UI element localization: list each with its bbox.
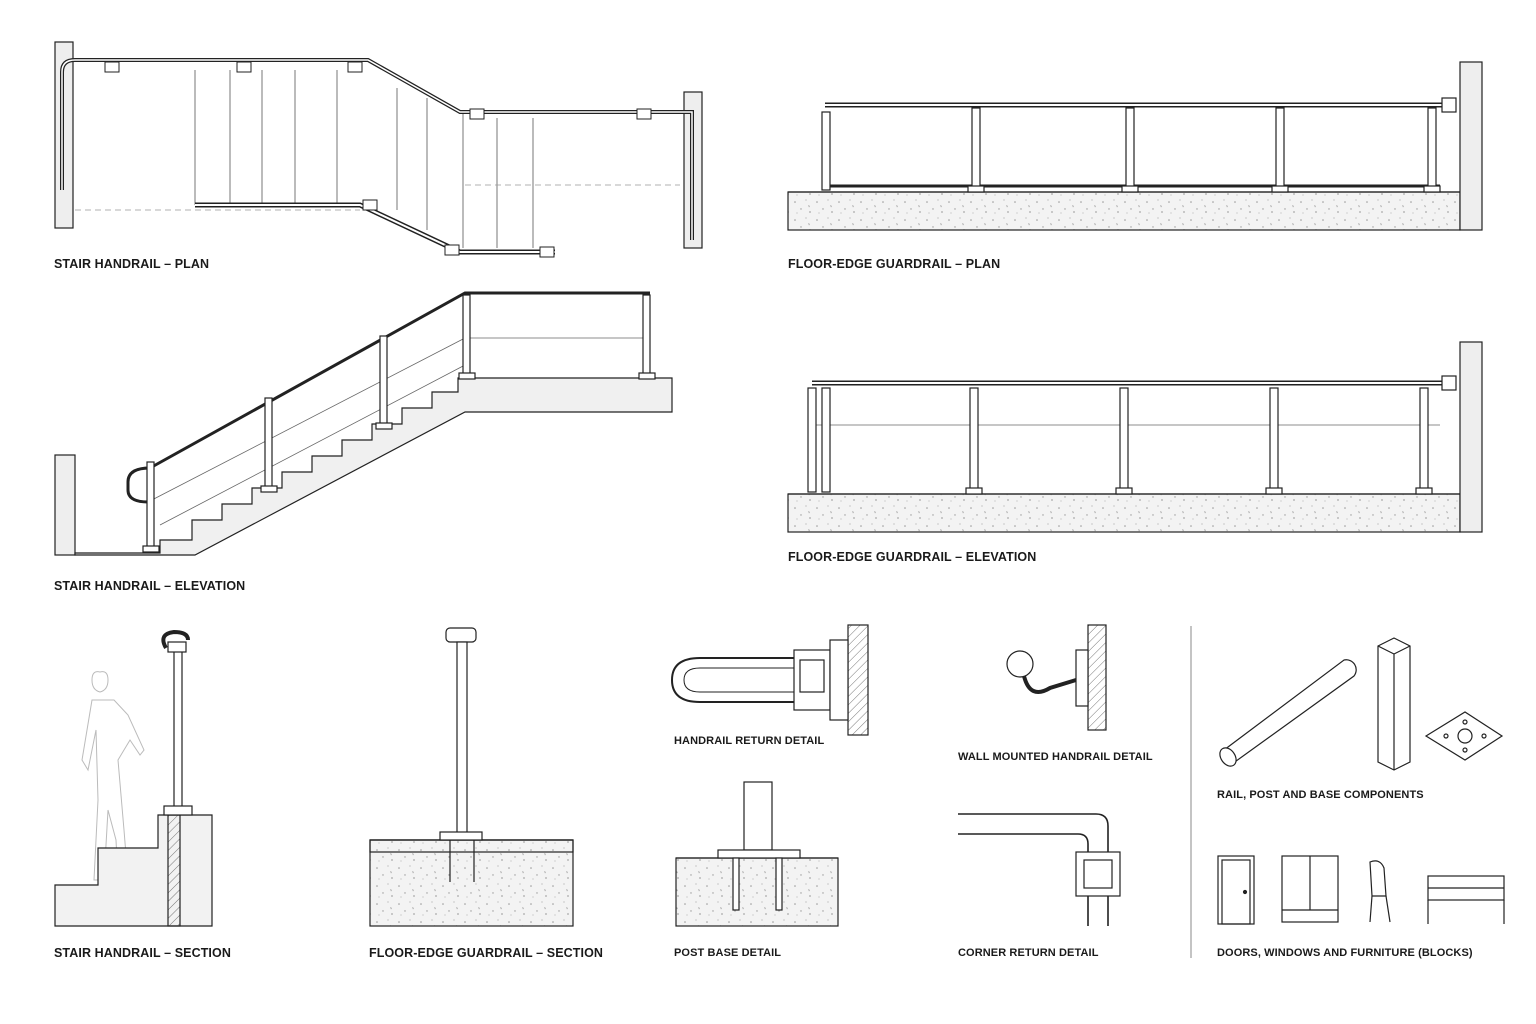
stair-handrail-elevation — [54, 291, 673, 556]
wall-mounted-handrail-detail — [1006, 624, 1107, 731]
handrail-return-detail — [670, 624, 869, 736]
label-stair-plan: STAIR HANDRAIL – PLAN — [54, 257, 210, 271]
label-guardrail-plan: FLOOR-EDGE GUARDRAIL – PLAN — [788, 257, 1001, 271]
label-stair-elevation: STAIR HANDRAIL – ELEVATION — [54, 579, 246, 593]
corner-return-detail — [958, 813, 1121, 926]
label-guardrail-elevation: FLOOR-EDGE GUARDRAIL – ELEVATION — [788, 550, 1037, 564]
rail-post-base-components — [1219, 637, 1504, 771]
post-base-detail — [675, 781, 839, 927]
stair-handrail-plan — [54, 41, 703, 258]
guardrail-section — [369, 627, 574, 927]
label-post-base: POST BASE DETAIL — [674, 947, 782, 959]
guardrail-elevation — [787, 341, 1483, 533]
label-corner-return: CORNER RETURN DETAIL — [958, 947, 1099, 959]
label-return-detail: HANDRAIL RETURN DETAIL — [674, 735, 825, 747]
label-components: RAIL, POST AND BASE COMPONENTS — [1217, 789, 1424, 801]
label-wall-detail: WALL MOUNTED HANDRAIL DETAIL — [958, 751, 1153, 763]
label-guardrail-section: FLOOR-EDGE GUARDRAIL – SECTION — [369, 946, 604, 960]
label-stair-section: STAIR HANDRAIL – SECTION — [54, 946, 231, 960]
stair-handrail-section — [54, 629, 213, 927]
label-blocks: DOORS, WINDOWS AND FURNITURE (BLOCKS) — [1217, 947, 1473, 959]
guardrail-plan — [787, 61, 1483, 231]
doors-windows-furniture-blocks — [1217, 855, 1505, 925]
